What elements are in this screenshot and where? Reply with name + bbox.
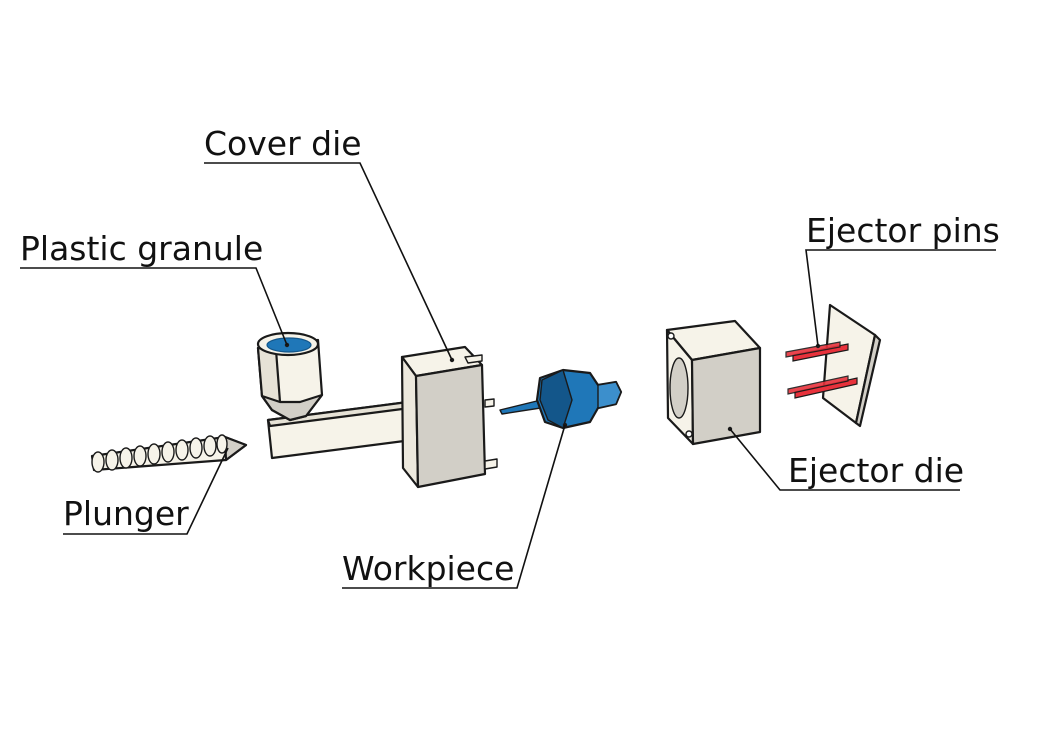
plunger bbox=[90, 434, 248, 473]
cover-die-label: Cover die bbox=[204, 124, 362, 163]
ejector-die bbox=[665, 319, 762, 446]
label-plunger: Plunger bbox=[63, 447, 229, 535]
label-plastic-granule: Plastic granule bbox=[20, 229, 288, 346]
plastic-granule-hopper bbox=[256, 331, 324, 422]
label-ejector-die: Ejector die bbox=[729, 428, 964, 491]
plunger-label: Plunger bbox=[63, 494, 189, 533]
label-workpiece: Workpiece bbox=[342, 424, 566, 589]
ejector-pins-label: Ejector pins bbox=[806, 211, 1000, 250]
label-ejector-pins: Ejector pins bbox=[805, 211, 1000, 347]
ejector-pins bbox=[785, 303, 882, 428]
ejector-die-label: Ejector die bbox=[788, 451, 964, 490]
workpiece-label: Workpiece bbox=[342, 549, 514, 588]
plastic-granule-label: Plastic granule bbox=[20, 229, 263, 268]
label-cover-die: Cover die bbox=[204, 124, 453, 361]
workpiece bbox=[499, 368, 623, 430]
